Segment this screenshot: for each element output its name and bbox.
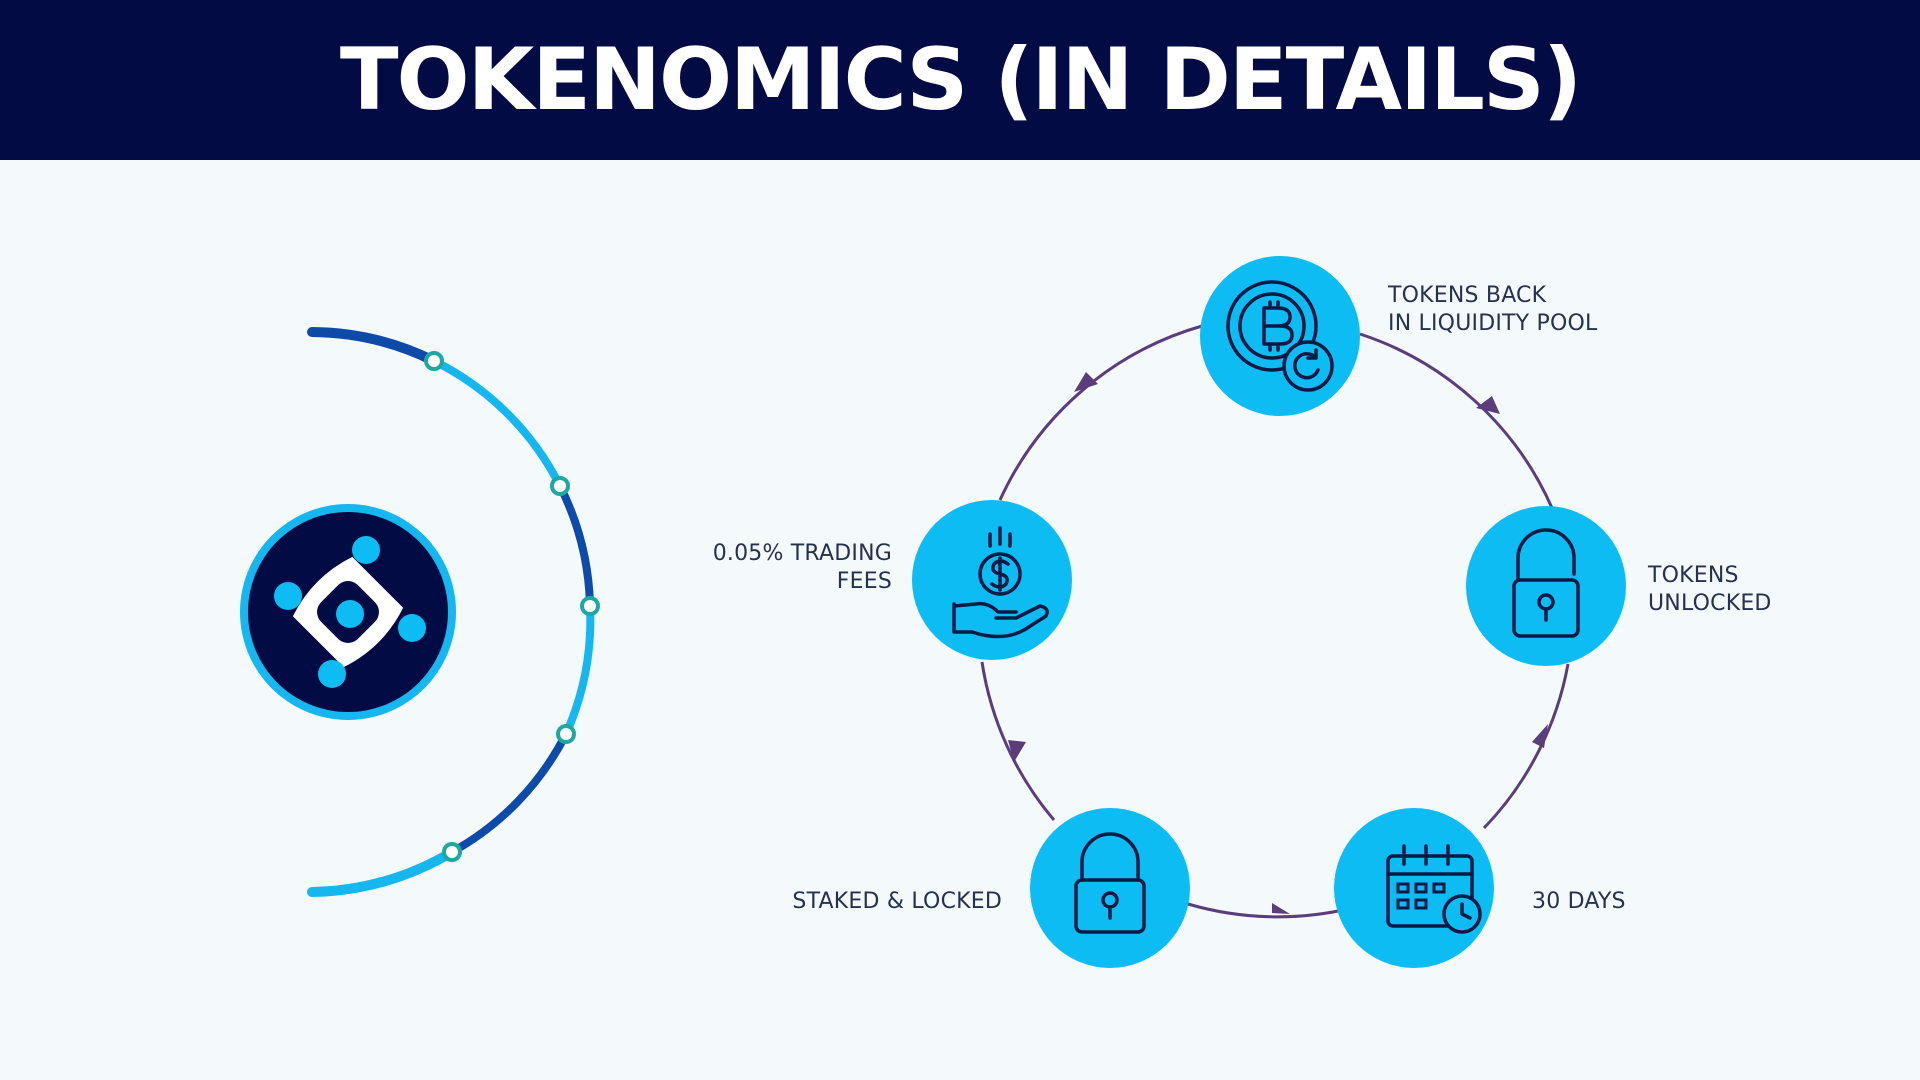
label-line: FEES <box>837 569 892 594</box>
cycle-arrows <box>980 324 1570 919</box>
arc-segment-light-lower <box>562 605 595 736</box>
arc-dot <box>556 724 576 744</box>
calendar-clock-icon <box>1386 844 1482 934</box>
arc-dot <box>424 351 444 371</box>
arc-segment-light-upper <box>432 357 564 488</box>
left-arc <box>307 327 600 897</box>
label-line: IN LIQUIDITY POOL <box>1388 311 1598 336</box>
label-line: UNLOCKED <box>1648 591 1772 616</box>
arrowhead <box>1476 396 1500 414</box>
network-logo-icon <box>240 504 456 720</box>
label-line: 30 DAYS <box>1532 889 1626 914</box>
label-line: TOKENS BACK <box>1387 283 1547 308</box>
arrowhead <box>1074 372 1098 392</box>
arrow-days-to-unlocked <box>1482 663 1570 830</box>
arc-segment-dark-top <box>307 327 439 366</box>
node-tokens-back-liquidity: TOKENS BACK IN LIQUIDITY POOL <box>1200 256 1598 416</box>
arrow-fees-to-staked <box>980 661 1056 821</box>
arrowhead <box>1532 724 1548 748</box>
arc-segment-light-bottom <box>307 847 457 897</box>
label-line: TOKENS <box>1647 563 1739 588</box>
arc-dot <box>550 476 570 496</box>
arrowhead <box>1008 740 1026 762</box>
arrow-liquidity-to-fees <box>998 324 1203 501</box>
arc-dot <box>442 842 462 862</box>
title-banner: TOKENOMICS (IN DETAILS) <box>0 0 1920 160</box>
arrowhead <box>1272 903 1290 914</box>
node-tokens-unlocked: TOKENS UNLOCKED <box>1466 506 1772 666</box>
node-30-days: 30 DAYS <box>1334 808 1626 968</box>
page-title: TOKENOMICS (IN DETAILS) <box>339 30 1582 130</box>
arc-dot <box>580 596 600 616</box>
label-line: 0.05% TRADING <box>713 541 892 566</box>
unlocked-padlock-icon <box>1512 528 1580 638</box>
label-line: STAKED & LOCKED <box>792 889 1002 914</box>
node-trading-fees: 0.05% TRADING FEES <box>713 500 1072 660</box>
arc-segment-dark-lower <box>450 732 570 856</box>
arc-segment-dark-middle <box>556 484 594 607</box>
padlock-icon <box>1074 832 1146 934</box>
arrow-staked-to-days <box>1187 902 1353 919</box>
bitcoin-refresh-icon <box>1226 280 1334 392</box>
node-staked-locked: STAKED & LOCKED <box>792 808 1190 968</box>
arrow-unlocked-to-liquidity <box>1359 332 1554 509</box>
hand-coin-icon <box>952 526 1049 639</box>
